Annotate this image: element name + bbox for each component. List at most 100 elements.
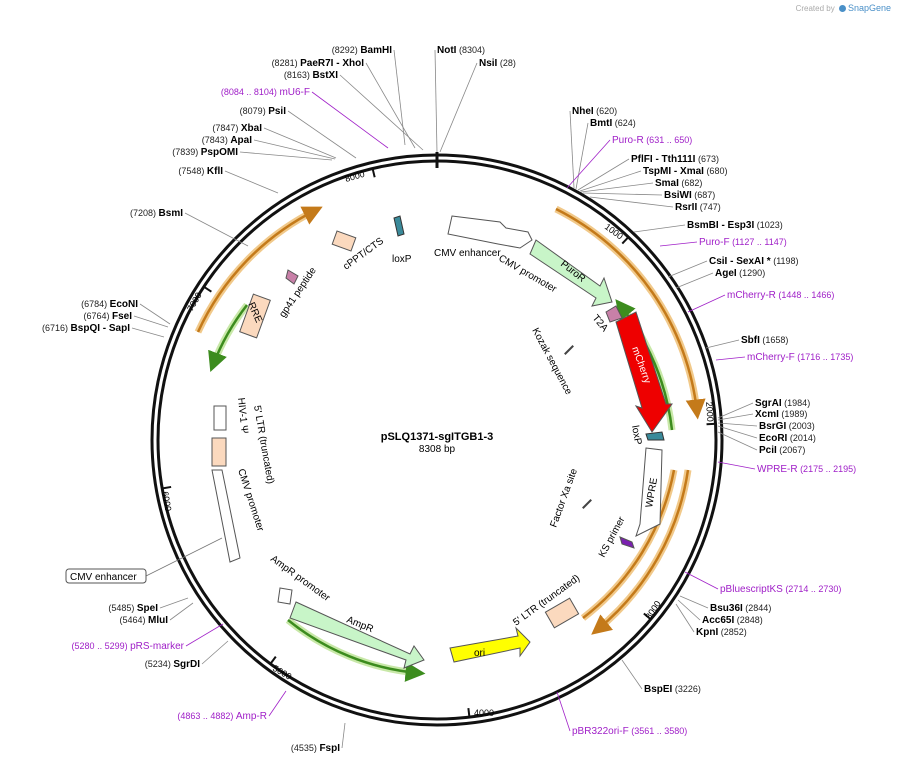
site-leader-line: [263, 127, 337, 159]
feature-label-ori: ori: [474, 648, 485, 659]
tick-label-6000: 6000: [160, 491, 173, 512]
primer-pos: (1448 .. 1466): [776, 290, 835, 300]
primer-label: mCherry-R (1448 .. 1466): [727, 290, 834, 301]
site-label: NotI (8304): [437, 45, 485, 56]
site-pos: (8163): [284, 70, 313, 80]
site-pos: (6764): [83, 311, 112, 321]
feature-label-kozak: Kozak sequence: [529, 326, 574, 397]
puro-arc: [555, 207, 706, 420]
site-leader-line: [184, 212, 249, 247]
site-label: (6784) EcoNI: [81, 299, 138, 310]
feature-label-t2a: T2A: [590, 313, 610, 334]
site-leader-line: [393, 49, 406, 146]
ori-feature: [449, 626, 531, 663]
primer-leader-line: [311, 91, 389, 149]
site-pos: (7208): [130, 208, 159, 218]
site-name: Acc65I: [702, 615, 734, 626]
site-name: MluI: [148, 615, 168, 626]
site-label: (8079) PsiI: [240, 106, 287, 117]
primer-leader-line: [717, 461, 756, 470]
primer-leader-line: [715, 356, 746, 361]
site-leader-line: [582, 192, 663, 196]
site-name: BsiWI: [664, 190, 692, 201]
site-name: Bsu36I: [710, 603, 743, 614]
primer-pos: (5280 .. 5299): [72, 641, 131, 651]
site-label: KpnI (2852): [696, 627, 747, 638]
primer-name: WPRE-R: [757, 464, 798, 475]
site-label: XcmI (1989): [755, 409, 807, 420]
gp41-feature: [285, 269, 299, 285]
site-leader-line: [133, 315, 169, 328]
site-leader-line: [675, 603, 695, 633]
site-name: PciI: [759, 445, 777, 456]
primer-pos: (631 .. 650): [644, 135, 693, 145]
site-leader-line: [580, 182, 654, 193]
site-pos: (1198): [771, 256, 799, 266]
feature-label-gp41: gp41 peptide: [277, 265, 319, 319]
site-pos: (7847): [212, 123, 241, 133]
site-label: BspEI (3226): [644, 684, 701, 695]
site-label: (4535) FspI: [291, 743, 340, 754]
site-pos: (682): [679, 178, 703, 188]
primer-pos: (1127 .. 1147): [730, 237, 787, 247]
feature-label-ampr-promoter: AmpR promoter: [268, 554, 332, 605]
site-name: ApaI: [230, 135, 252, 146]
primer-pos: (8084 .. 8104): [221, 87, 280, 97]
primer-label: pBluescriptKS (2714 .. 2730): [720, 584, 841, 595]
site-pos: (7843): [202, 135, 231, 145]
ampr-arc: [287, 619, 426, 682]
ltr-feature-1: [544, 597, 580, 629]
primer-label: Puro-F (1127 .. 1147): [699, 237, 787, 248]
site-pos: (8079): [240, 106, 269, 116]
site-pos: (2014): [787, 433, 816, 443]
site-label: (7839) PspOMI: [172, 147, 238, 158]
site-pos: (7839): [172, 147, 201, 157]
puror-feature: [529, 239, 613, 307]
t2a-feature: [605, 305, 623, 323]
site-name: NsiI: [479, 58, 498, 69]
credit-prefix: Created by: [795, 4, 835, 13]
site-leader-line: [169, 602, 194, 621]
cppt-feature: [331, 230, 357, 252]
site-pos: (2852): [718, 627, 747, 637]
site-pos: (5234): [145, 659, 174, 669]
primer-name: mCherry-F: [747, 352, 795, 363]
primer-leader-line: [687, 294, 726, 313]
feature-label-ltr5-2: 5' LTR (truncated): [251, 405, 276, 485]
site-label: (8281) PaeR7I - XhoI: [272, 58, 365, 69]
bp-tick: [269, 655, 277, 666]
site-pos: (2848): [734, 615, 763, 625]
primer-leader-line: [185, 623, 224, 647]
site-name: FseI: [112, 311, 132, 322]
site-name: PaeR7I - XhoI: [300, 58, 364, 69]
site-name: EcoRI: [759, 433, 788, 444]
site-leader-line: [679, 595, 709, 609]
site-name: KflI: [207, 166, 223, 177]
site-name: KpnI: [696, 627, 718, 638]
site-pos: (4535): [291, 743, 320, 753]
feature-label-cmv-promoter-2: CMV promoter: [235, 468, 266, 534]
site-label: Acc65I (2848): [702, 615, 763, 626]
site-leader-line: [717, 413, 754, 421]
site-name: RsrII: [675, 202, 697, 213]
ks-primer-feature: [619, 536, 635, 549]
site-leader-line: [621, 659, 643, 690]
site-name: BspEI: [644, 684, 673, 695]
primer-name: mCherry-R: [727, 290, 776, 301]
site-label: BsmBI - Esp3I (1023): [687, 220, 783, 231]
plasmid-name: pSLQ1371-sgITGB1-3: [381, 431, 493, 443]
ampr-feature: [289, 601, 425, 669]
ltr-feature-2: [211, 437, 227, 467]
site-label: (7847) XbaI: [212, 123, 262, 134]
bp-tick: [706, 422, 717, 426]
site-label: NheI (620): [572, 106, 617, 117]
rre-arc: [208, 304, 248, 372]
tick-label-2000: 2000: [704, 401, 715, 422]
primer-leader-line: [684, 571, 719, 590]
feature-label-cmv-enhancer-1: CMV enhancer: [434, 248, 501, 259]
site-leader-line: [575, 122, 589, 190]
site-label: TspMI - XmaI (680): [643, 166, 727, 177]
site-label: BsiWI (687): [664, 190, 715, 201]
site-leader-line: [675, 272, 714, 289]
